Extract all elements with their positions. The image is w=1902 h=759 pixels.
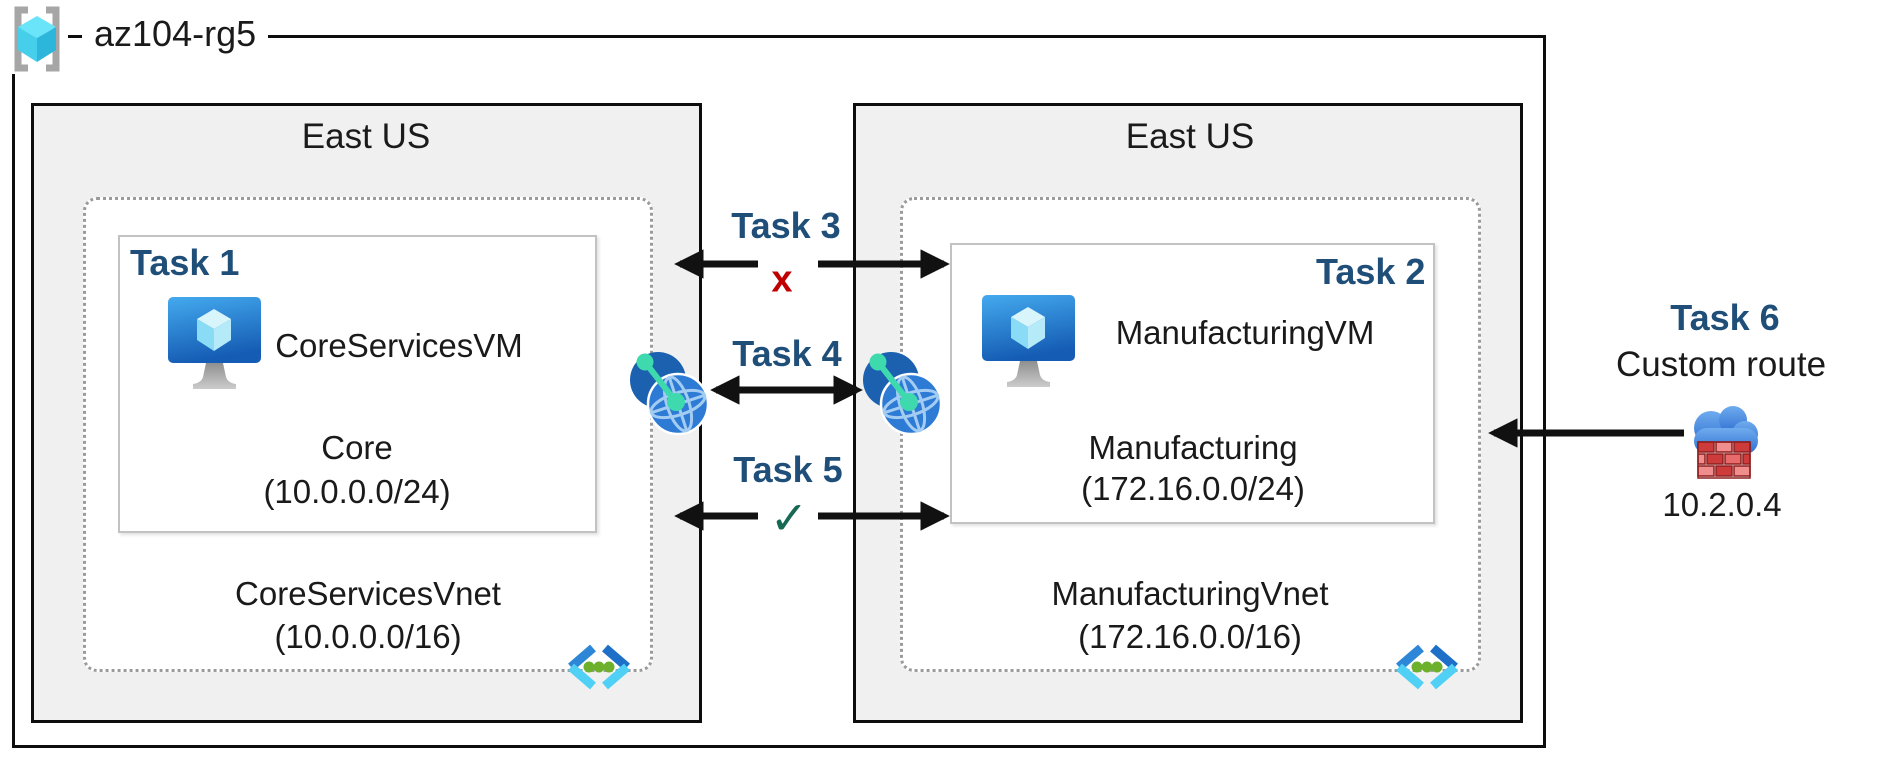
task5-allowed-mark: ✓	[769, 492, 809, 544]
vnet-cidr-right: (172.16.0.0/16)	[1078, 618, 1302, 655]
task2-label: Task 2	[1316, 251, 1426, 292]
vm-name-left: CoreServicesVM	[275, 327, 523, 364]
region-title-left: East US	[301, 117, 431, 156]
vm-icon-left	[166, 295, 263, 400]
vm-icon-right	[980, 293, 1077, 398]
vnet-name-left: CoreServicesVnet	[235, 575, 501, 612]
task4-label: Task 4	[732, 333, 842, 374]
subnet-cidr-right: (172.16.0.0/24)	[1081, 470, 1305, 507]
subnet-cidr-left: (10.0.0.0/24)	[263, 473, 451, 510]
resource-group-icon	[6, 4, 68, 74]
vnet-peering-icon-left	[628, 348, 710, 441]
task5-label: Task 5	[733, 449, 843, 490]
task3-label: Task 3	[731, 205, 841, 246]
firewall-cloud-icon	[1681, 394, 1769, 487]
subnet-name-left: Core	[321, 429, 393, 466]
task6-ip: 10.2.0.4	[1662, 486, 1782, 523]
virtual-network-icon-right	[1391, 644, 1463, 695]
task1-label: Task 1	[130, 242, 240, 283]
virtual-network-icon-left	[563, 644, 635, 695]
vm-name-right: ManufacturingVM	[1115, 314, 1375, 351]
vnet-name-right: ManufacturingVnet	[1051, 575, 1329, 612]
task3-blocked-mark: x	[771, 258, 793, 301]
task6-label: Task 6	[1670, 297, 1780, 338]
region-title-right: East US	[1125, 117, 1255, 156]
vnet-cidr-left: (10.0.0.0/16)	[274, 618, 462, 655]
task6-description: Custom route	[1615, 345, 1827, 384]
resource-group-label: az104-rg5	[82, 13, 269, 55]
vnet-peering-icon-right	[861, 348, 943, 441]
subnet-name-right: Manufacturing	[1088, 429, 1298, 466]
